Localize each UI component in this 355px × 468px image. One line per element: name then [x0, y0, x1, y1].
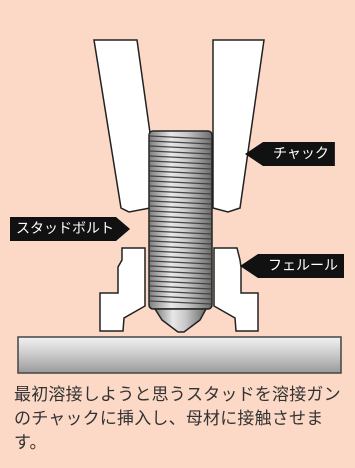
thread-line	[149, 170, 212, 175]
stud-bolt-threads	[149, 135, 212, 305]
thread-line	[149, 220, 212, 225]
thread-line	[149, 240, 212, 245]
ferrule-label: フェルール	[240, 254, 344, 278]
thread-line	[149, 250, 212, 255]
chuck-right-jaw	[212, 39, 265, 213]
thread-line	[149, 150, 212, 155]
thread-line	[149, 290, 212, 295]
stud-bolt-tip	[153, 308, 208, 333]
thread-line	[149, 180, 212, 185]
chuck-label-text: チャック	[273, 146, 329, 162]
ferrule-left	[99, 247, 146, 332]
thread-line	[149, 190, 212, 195]
thread-line	[149, 210, 212, 215]
thread-line	[149, 215, 212, 220]
thread-line	[149, 255, 212, 260]
thread-line	[149, 140, 212, 145]
stud-bolt-label: スタッドボルト	[10, 217, 130, 241]
thread-line	[149, 155, 212, 160]
thread-line	[149, 235, 212, 240]
base-metal-plate	[17, 336, 342, 374]
ferrule-right	[213, 247, 259, 332]
thread-line	[149, 230, 212, 235]
thread-line	[149, 280, 212, 285]
caption-text: 最初溶接しようと思うスタッドを溶接ガンのチャックに挿入し、母材に接触させます。	[14, 385, 341, 453]
thread-line	[149, 145, 212, 150]
chuck-label: チャック	[245, 142, 335, 166]
thread-line	[149, 175, 212, 180]
thread-line	[149, 185, 212, 190]
thread-line	[149, 295, 212, 300]
thread-line	[149, 275, 212, 280]
thread-line	[149, 245, 212, 250]
thread-line	[149, 270, 212, 275]
chuck-left-jaw	[93, 39, 151, 213]
ferrule-label-text: フェルール	[268, 258, 338, 274]
thread-line	[149, 225, 212, 230]
stud-bolt-label-text: スタッドボルト	[16, 221, 114, 237]
thread-line	[149, 200, 212, 205]
thread-line	[149, 195, 212, 200]
thread-line	[149, 265, 212, 270]
thread-line	[149, 285, 212, 290]
thread-line	[149, 135, 212, 140]
thread-line	[149, 300, 212, 305]
thread-line	[149, 160, 212, 165]
thread-line	[149, 205, 212, 210]
thread-line	[149, 260, 212, 265]
thread-line	[149, 165, 212, 170]
